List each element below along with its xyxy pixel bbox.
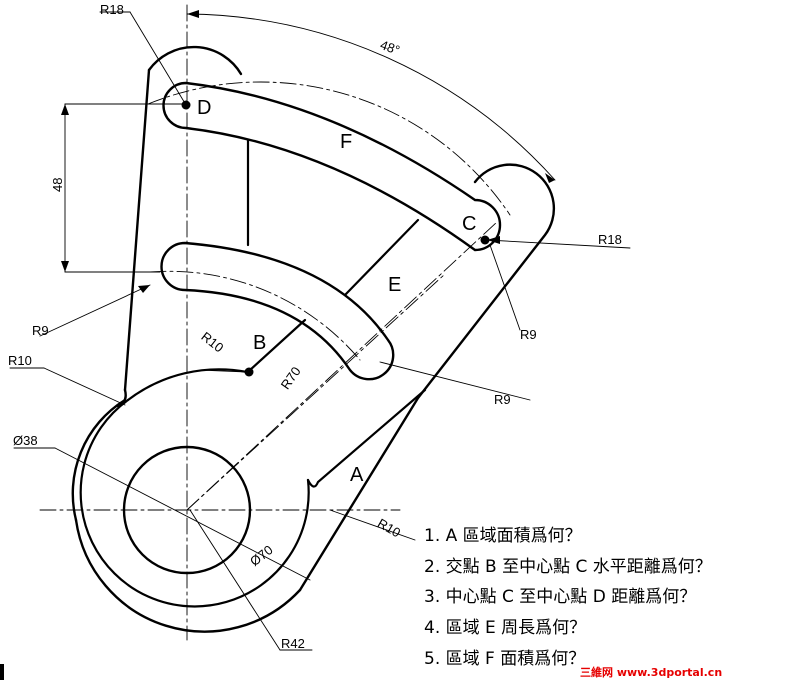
label-e: E (388, 274, 401, 296)
question-3: 3. 中心點 C 至中心點 D 距離爲何？ (424, 587, 697, 607)
question-5: 5. 區域 F 面積爲何？ (424, 649, 586, 669)
region-lines (246, 138, 420, 372)
hub-circle (122, 445, 252, 575)
dim-r10-right: R10 (375, 515, 403, 540)
label-d: D (197, 97, 211, 119)
point-d-dot (181, 100, 191, 110)
watermark: 三維网 www.3dportal.cn (580, 666, 723, 679)
outer-contour (71, 45, 556, 633)
lower-slot (160, 241, 395, 381)
upper-slot (162, 81, 502, 252)
question-2: 2. 交點 B 至中心點 C 水平距離爲何？ (424, 557, 712, 577)
question-1: 1. A 區域面積爲何？ (424, 526, 582, 546)
label-c: C (462, 213, 476, 235)
point-b-dot (244, 367, 254, 377)
dim-r10-left: R10 (8, 353, 32, 368)
dim-angle-48: 48° (378, 37, 402, 58)
label-b: B (253, 332, 266, 354)
arrowheads (61, 10, 555, 293)
dim-dia-38: Ø38 (13, 433, 38, 448)
dimension-lines (9, 11, 631, 651)
point-c-dot (480, 235, 490, 245)
corner-mark (0, 664, 4, 680)
dim-r9-left: R9 (32, 323, 49, 338)
inner-contour (79, 368, 427, 608)
dim-r9-right: R9 (520, 327, 537, 342)
dim-r9-bottom: R9 (494, 392, 511, 407)
dim-dia-70: Ø70 (247, 542, 276, 569)
dim-r10-slot: R10 (198, 329, 226, 356)
question-4: 4. 區域 E 周長爲何？ (424, 618, 587, 638)
label-a: A (350, 464, 364, 486)
dim-r42: R42 (281, 636, 305, 651)
center-lines (39, 4, 511, 641)
label-f: F (340, 131, 352, 153)
dim-r18-right: R18 (598, 232, 622, 247)
dim-r70: R70 (278, 364, 304, 392)
dim-len-48: 48 (50, 178, 65, 192)
dim-r18-top: R18 (100, 2, 124, 17)
